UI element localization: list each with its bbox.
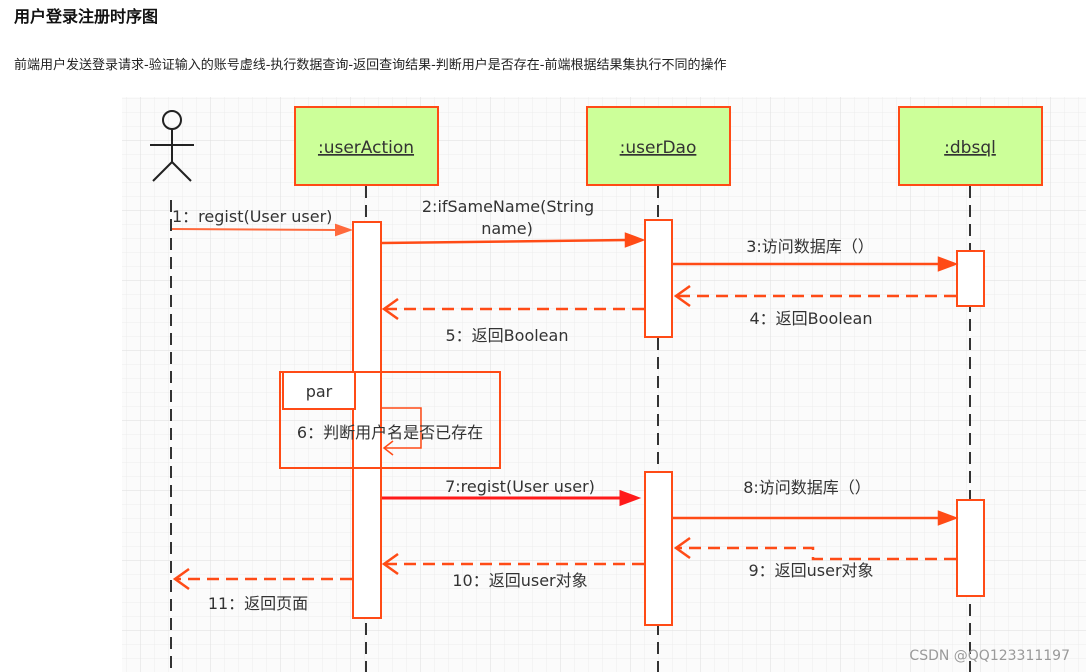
par-label: par [306, 382, 333, 401]
dbsql-activation-2 [956, 499, 985, 597]
message-1-label: 1：regist(User user) [172, 207, 332, 226]
message-9-arrow [673, 536, 956, 561]
par-fragment-tab [282, 371, 356, 410]
dbsql-activation-1 [956, 250, 985, 307]
page-title: 用户登录注册时序图 [14, 7, 159, 26]
message-2-label-line2: name) [481, 219, 533, 238]
message-2-arrow [381, 232, 646, 248]
message-7-label: 7:regist(User user) [445, 477, 595, 496]
par-fragment [279, 371, 501, 469]
message-11-arrow [172, 567, 352, 591]
useraction-box [294, 106, 439, 186]
userdao-activation-1 [644, 219, 673, 338]
actor-icon [150, 110, 194, 182]
watermark: CSDN @QQ123311197 [909, 648, 1070, 664]
message-9-label: 9：返回user对象 [748, 561, 873, 580]
message-8-arrow [673, 510, 959, 526]
message-8-label: 8:访问数据库（） [743, 478, 871, 497]
message-10-arrow [381, 552, 644, 576]
page-description: 前端用户发送登录请求-验证输入的账号虚线-执行数据查询-返回查询结果-判断用户是… [14, 58, 727, 73]
userdao-box [586, 106, 731, 186]
message-4-arrow [673, 284, 956, 308]
message-4-label: 4：返回Boolean [750, 309, 873, 328]
dbsql-label: :dbsql [944, 138, 996, 158]
message-11-label: 11：返回页面 [208, 594, 308, 613]
userdao-label: :userDao [620, 138, 697, 158]
useraction-label: :userAction [318, 138, 414, 158]
useraction-activation [352, 221, 382, 619]
message-10-label: 10：返回user对象 [452, 571, 587, 590]
message-6-label: 6：判断用户名是否已存在 [297, 423, 483, 442]
message-3-arrow [673, 256, 959, 272]
message-2-label-line1: 2:ifSameName(String [422, 197, 594, 216]
message-6-arrow [381, 407, 422, 456]
dbsql-box [898, 106, 1043, 186]
userdao-activation-2 [644, 471, 673, 626]
message-3-label: 3:访问数据库（） [746, 237, 874, 256]
message-7-arrow [382, 489, 642, 507]
message-5-arrow [381, 297, 644, 321]
message-1-arrow [171, 223, 353, 237]
message-5-label: 5：返回Boolean [446, 326, 569, 345]
